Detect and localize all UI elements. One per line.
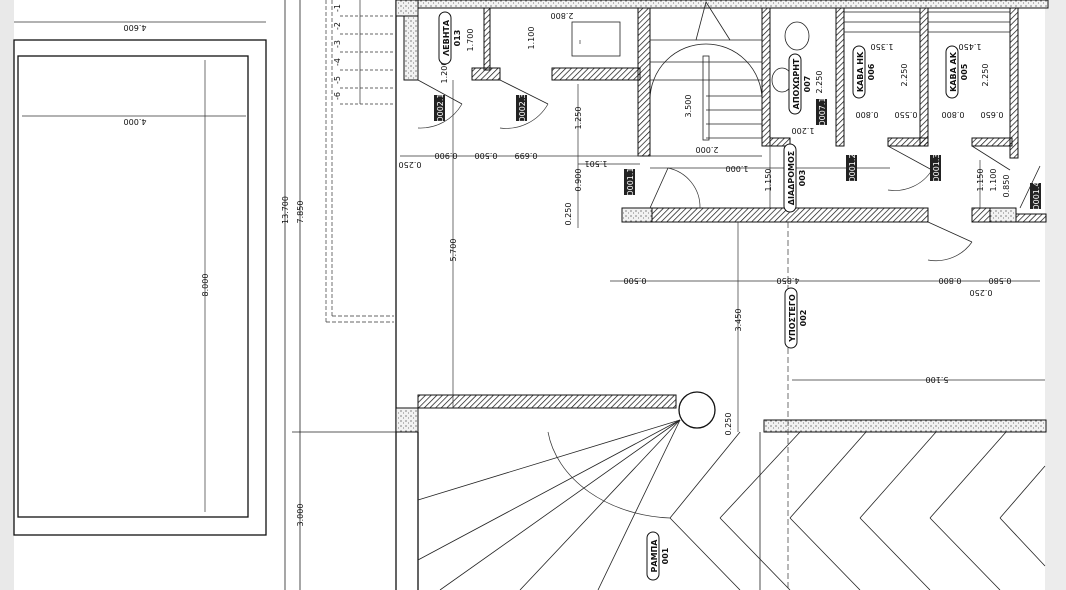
dim-label: 0.250 xyxy=(564,203,573,226)
door-tag: D001.2 xyxy=(848,153,857,182)
dim-label: 13.700 xyxy=(281,196,290,224)
dim-label: 1.350 xyxy=(871,42,894,51)
level-label: -4 xyxy=(333,58,342,66)
dim-label: 1.250 xyxy=(574,107,583,130)
ramp xyxy=(417,419,1046,590)
svg-text:003: 003 xyxy=(798,170,807,187)
dim-label: 1.501 xyxy=(585,159,608,168)
dim-label: 8.000 xyxy=(201,274,210,297)
dim-label: 1.000 xyxy=(726,164,749,173)
level-label: -6 xyxy=(333,92,342,100)
dim-label: 1.200 xyxy=(440,61,449,84)
door-tag: D001.3 xyxy=(932,153,941,182)
door-tags: D002.1 D002.3 D001.1 D001.2 D001.3 D001.… xyxy=(434,93,1041,211)
level-label: -3 xyxy=(333,40,342,48)
fixtures xyxy=(571,11,1010,93)
dim-label: 5.700 xyxy=(449,239,458,262)
dim-label: 0.580 xyxy=(989,276,1012,285)
dim-label: 0.800 xyxy=(856,110,879,119)
svg-text:001: 001 xyxy=(661,547,670,564)
dim-label: 0.500 xyxy=(475,151,498,160)
svg-text:007: 007 xyxy=(803,76,812,93)
svg-text:ΑΠΟΧΩΡΗΤ: ΑΠΟΧΩΡΗΤ xyxy=(792,58,801,109)
dim-label: 0.250 xyxy=(724,413,733,436)
svg-text:006: 006 xyxy=(867,63,876,80)
dim-label: 2.250 xyxy=(900,64,909,87)
dim-label: 0.850 xyxy=(1002,175,1011,198)
level-label: -1 xyxy=(333,4,342,12)
dim-label: 0.550 xyxy=(895,110,918,119)
svg-text:ΚΑΒΑ ΑΚ: ΚΑΒΑ ΑΚ xyxy=(949,51,958,92)
dim-label: 0.250 xyxy=(970,288,993,297)
dim-label: 3.000 xyxy=(296,504,305,527)
dim-label: 1.450 xyxy=(959,42,982,51)
dim-label: 3.450 xyxy=(734,309,743,332)
dim-label: 7.850 xyxy=(296,201,305,224)
dim-label: 0.800 xyxy=(939,276,962,285)
dim-label: 0.500 xyxy=(624,276,647,285)
door-tag: D002.1 xyxy=(436,93,445,122)
dim-label: 2.250 xyxy=(981,64,990,87)
dim-label: 3.500 xyxy=(684,95,693,118)
door-tag: D001.1 xyxy=(626,167,635,196)
dim-label: 1.150 xyxy=(764,169,773,192)
room-label-lebita: ΛΕΒΗΤΑ 013 xyxy=(438,11,462,65)
room-label-ramp: ΡΑΜΠΑ 001 xyxy=(646,531,670,581)
left-dimension-lines xyxy=(284,0,396,590)
svg-text:002: 002 xyxy=(799,310,808,327)
dim-label: 0.900 xyxy=(574,169,583,192)
dim-label: 4.850 xyxy=(777,276,800,285)
svg-text:013: 013 xyxy=(453,30,462,47)
door-tag: D001.4 xyxy=(1032,181,1041,210)
dimension-labels: 4.600 4.000 8.000 13.700 7.850 3.000 5.7… xyxy=(124,11,1012,526)
dim-label: 2.250 xyxy=(815,71,824,94)
svg-text:ΔΙΑΔΡΟΜΟΣ: ΔΙΑΔΡΟΜΟΣ xyxy=(787,151,796,205)
room-label-kava-hk: ΚΑΒΑ ΗΚ 006 xyxy=(852,45,876,99)
dim-label: 1.100 xyxy=(989,169,998,192)
dim-label: 1.150 xyxy=(976,169,985,192)
room-labels: ΛΕΒΗΤΑ 013 ΑΠΟΧΩΡΗΤ 007 ΚΑΒΑ ΗΚ 006 ΚΑΒΑ… xyxy=(438,11,969,581)
level-marks: -1 -2 -3 -4 -5 -6 xyxy=(333,4,342,100)
dim-label: 4.000 xyxy=(124,117,147,126)
dim-label: 1.100 xyxy=(527,27,536,50)
building-walls xyxy=(395,0,1049,590)
dim-label: 0.250 xyxy=(399,160,422,169)
room-label-kava-ak: ΚΑΒΑ ΑΚ 005 xyxy=(945,45,969,99)
paper-edge-right xyxy=(1045,0,1066,590)
dim-label: 0.800 xyxy=(942,110,965,119)
svg-text:ΚΑΒΑ ΗΚ: ΚΑΒΑ ΗΚ xyxy=(856,51,865,92)
room-label-corridor: ΔΙΑΔΡΟΜΟΣ 003 xyxy=(783,143,807,213)
dim-label: 1.700 xyxy=(466,29,475,52)
dim-label: 2.800 xyxy=(551,11,574,20)
dim-label: 0.699 xyxy=(515,151,538,160)
dim-label: 0.900 xyxy=(435,151,458,160)
dim-label: 1.200 xyxy=(792,126,815,135)
room-label-shelter: ΥΠΟΣΤΕΓΟ 002 xyxy=(784,287,808,349)
door-tag: D002.3 xyxy=(518,93,527,122)
dim-label: 5.100 xyxy=(926,375,949,384)
svg-text:ΛΕΒΗΤΑ: ΛΕΒΗΤΑ xyxy=(442,19,451,56)
paper-edge-left xyxy=(0,0,14,590)
svg-text:ΥΠΟΣΤΕΓΟ: ΥΠΟΣΤΕΓΟ xyxy=(788,294,797,343)
dim-label: 2.000 xyxy=(696,145,719,154)
svg-text:ΡΑΜΠΑ: ΡΑΜΠΑ xyxy=(650,539,659,573)
level-label: -5 xyxy=(333,76,342,84)
dim-label: 0.650 xyxy=(981,110,1004,119)
svg-text:005: 005 xyxy=(960,63,969,80)
dimension-lines xyxy=(400,40,1045,590)
doors xyxy=(417,79,1041,262)
door-tag: D007.1 xyxy=(818,97,827,126)
level-label: -2 xyxy=(333,22,342,30)
room-label-wc: ΑΠΟΧΩΡΗΤ 007 xyxy=(788,53,812,115)
pool xyxy=(13,21,267,536)
dim-label: 4.600 xyxy=(124,23,147,32)
